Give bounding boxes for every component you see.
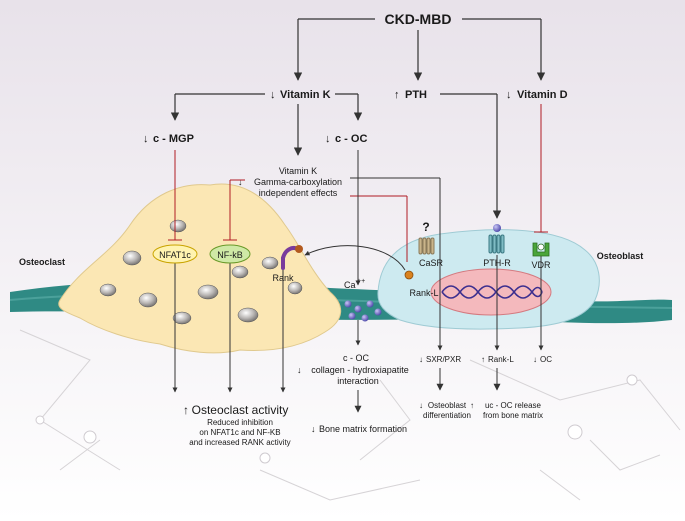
svg-text:↑: ↑ [481, 355, 485, 364]
vitamin-d-node: ↓ Vitamin D [506, 89, 568, 101]
svg-text:NFAT1c: NFAT1c [159, 250, 191, 260]
svg-text:Osteoblast: Osteoblast [428, 401, 467, 410]
svg-text:Vitamin D: Vitamin D [517, 89, 568, 101]
pthr-receptor-icon [488, 234, 505, 254]
inhibition-lines [168, 104, 548, 262]
nfat1c-badge: NFAT1c [152, 244, 198, 264]
nfkb-badge: NF-kB [209, 244, 251, 264]
svg-text:c - OC: c - OC [343, 353, 369, 363]
osteoclast-label: Osteoclast [19, 257, 65, 267]
svg-text:↓: ↓ [270, 89, 276, 101]
osteoblast-label: Osteoblast [597, 251, 644, 261]
background-network [19, 329, 681, 501]
svg-text:Bone matrix formation: Bone matrix formation [319, 424, 407, 434]
osteoclast-output-arrows [172, 262, 286, 393]
svg-text:PTH: PTH [405, 89, 427, 101]
vk-to-sxr-connector [350, 177, 443, 351]
svg-text:Rank-L: Rank-L [488, 355, 514, 364]
osteoblast-output-arrows [436, 255, 544, 391]
title-connectors [293, 18, 546, 81]
svg-text:↓: ↓ [506, 89, 512, 101]
bone-matrix-outcome: ↓ Bone matrix formation [311, 424, 407, 434]
svg-text:Gamma-carboxylation: Gamma-carboxylation [254, 177, 342, 187]
casr-question-mark: ? [422, 220, 429, 234]
svg-text:↓: ↓ [143, 133, 149, 145]
svg-text:Vitamin K: Vitamin K [280, 89, 331, 101]
rank-label: Rank [272, 273, 294, 283]
svg-text:↑: ↑ [183, 403, 189, 417]
svg-text:↓: ↓ [419, 401, 423, 410]
svg-text:↓: ↓ [419, 355, 423, 364]
svg-text:++: ++ [357, 278, 365, 285]
svg-text:independent effects: independent effects [259, 188, 338, 198]
svg-text:↓: ↓ [533, 355, 537, 364]
svg-text:collagen - hydroxiapatite: collagen - hydroxiapatite [311, 365, 409, 375]
osteoclast-activity-outcome: ↑ Osteoclast activity Reduced inhibition… [183, 403, 291, 447]
calcium-ions-icon [344, 300, 382, 322]
svg-text:↓: ↓ [311, 424, 316, 434]
calcium-label: Ca ++ [344, 278, 365, 290]
pthr-label: PTH-R [483, 258, 511, 268]
title-ckd-mbd: CKD-MBD [385, 11, 452, 27]
osteoblast-differentiation-outcome: ↓ Osteoblast differentiation [419, 401, 471, 420]
uc-oc-release-outcome: ↑ uc - OC release from bone matrix [470, 401, 543, 420]
vdr-label: VDR [531, 260, 551, 270]
svg-text:↑: ↑ [470, 401, 474, 410]
svg-text:uc - OC release: uc - OC release [485, 401, 542, 410]
rankl-icon [404, 270, 414, 280]
rankl-up-outcome: ↑ Rank-L [481, 355, 514, 364]
mgp-node: ↓ c - MGP [143, 133, 194, 145]
osteoclast-nuclei [99, 219, 303, 325]
vk-independent-effects: Vitamin K ↓ Gamma-carboxylation independ… [238, 166, 342, 198]
svg-text:Osteoclast activity: Osteoclast activity [192, 403, 289, 417]
casr-label: CaSR [419, 258, 444, 268]
svg-text:interaction: interaction [337, 376, 379, 386]
svg-text:OC: OC [540, 355, 552, 364]
sxr-pxr-outcome: ↓ SXR/PXR [419, 355, 461, 364]
vitamin-k-connectors [170, 93, 502, 219]
svg-text:NF-kB: NF-kB [217, 250, 243, 260]
svg-text:differentiation: differentiation [423, 411, 471, 420]
svg-text:Ca: Ca [344, 280, 356, 290]
rankl-label: Rank-L [409, 288, 438, 298]
osteoclast-cell [58, 183, 342, 354]
osteoblast-nucleus [430, 268, 552, 316]
svg-text:on NFAT1c and NF-KB: on NFAT1c and NF-KB [199, 428, 280, 437]
oc-node: ↓ c - OC [325, 133, 367, 145]
svg-text:↑: ↑ [394, 89, 400, 101]
svg-text:Reduced inhibition: Reduced inhibition [207, 418, 273, 427]
svg-text:Vitamin K: Vitamin K [279, 166, 317, 176]
svg-text:↓: ↓ [297, 365, 302, 375]
svg-text:c - MGP: c - MGP [153, 133, 194, 145]
rankl-to-rank-arrow [304, 245, 406, 271]
svg-text:from bone matrix: from bone matrix [483, 411, 543, 420]
oc-down-outcome: ↓ OC [533, 355, 552, 364]
casr-receptor-icon [418, 237, 435, 255]
vitamin-k-node: ↓ Vitamin K [270, 89, 331, 101]
svg-text:SXR/PXR: SXR/PXR [426, 355, 461, 364]
pth-ligand-icon [493, 224, 501, 232]
svg-text:↓: ↓ [238, 177, 243, 187]
oc-collagen-outcome: c - OC ↓ collagen - hydroxiapatite inter… [297, 353, 409, 386]
vdr-receptor-icon [532, 242, 550, 257]
svg-text:c - OC: c - OC [335, 133, 367, 145]
background-cells [35, 374, 638, 464]
pth-node: ↑ PTH [394, 89, 427, 101]
svg-text:↓: ↓ [325, 133, 331, 145]
dna-helix [441, 285, 543, 299]
svg-text:and increased RANK activity: and increased RANK activity [189, 438, 290, 447]
rank-receptor-icon [281, 245, 303, 270]
